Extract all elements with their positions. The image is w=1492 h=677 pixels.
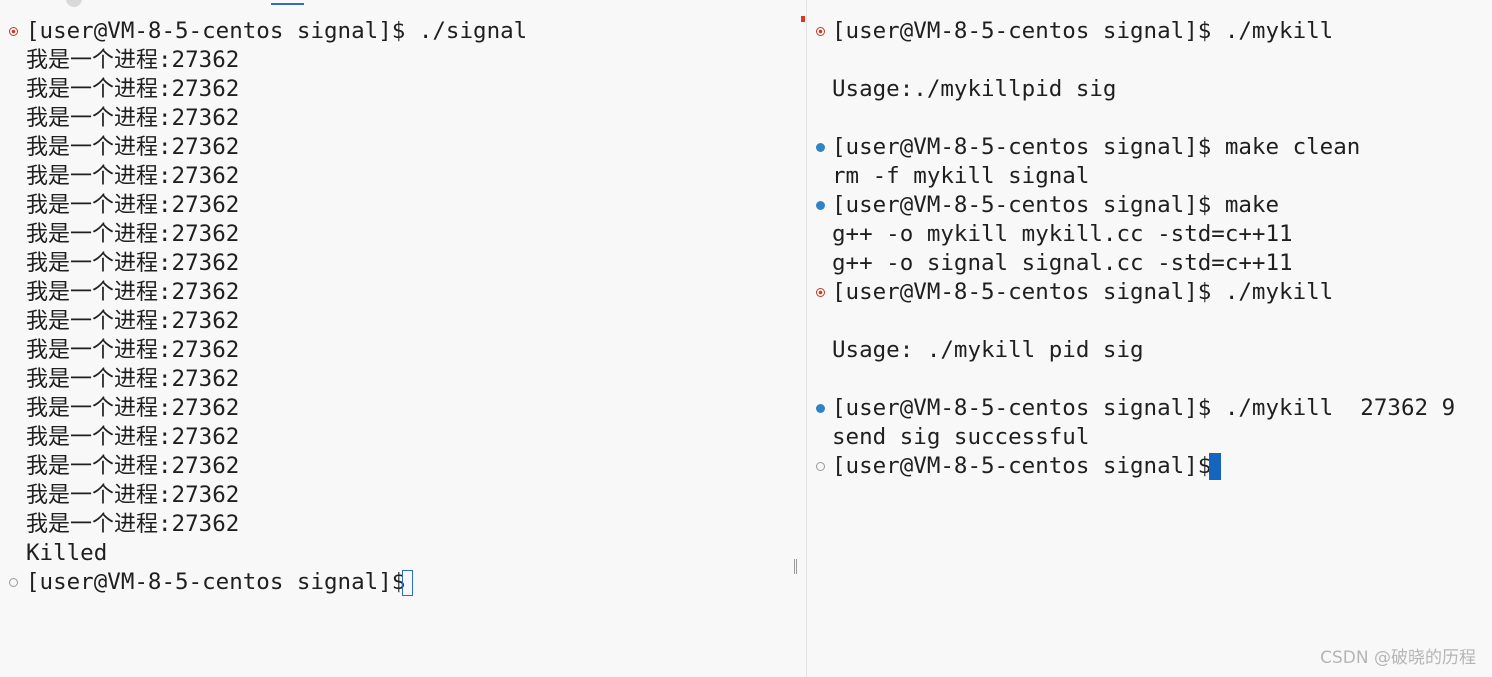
output-label: 我是一个进程	[26, 77, 159, 102]
killed-message: Killed	[26, 540, 108, 566]
command-line: [user@VM-8-5-centos signal]$ ./signal	[26, 18, 528, 44]
pane-marker-icon	[801, 16, 805, 22]
success-dot-icon[interactable]	[816, 143, 825, 152]
output-label: 我是一个进程	[26, 280, 159, 305]
output-label: 我是一个进程	[26, 367, 159, 392]
output-line: 我是一个进程:27362	[26, 278, 239, 307]
pending-circle-icon[interactable]	[816, 462, 825, 471]
output-label: 我是一个进程	[26, 164, 159, 189]
output-line: 我是一个进程:27362	[26, 423, 239, 452]
output-line: 我是一个进程:27362	[26, 452, 239, 481]
output-line: g++ -o signal signal.cc -std=c++11	[832, 250, 1293, 276]
output-pid: :27362	[158, 163, 240, 189]
command-line: [user@VM-8-5-centos signal]$ ./mykill 27…	[832, 395, 1456, 421]
output-label: 我是一个进程	[26, 512, 159, 537]
output-pid: :27362	[158, 511, 240, 537]
command-line: [user@VM-8-5-centos signal]$	[832, 453, 1225, 479]
output-line: 我是一个进程:27362	[26, 220, 239, 249]
command-line: [user@VM-8-5-centos signal]$ ./mykill	[832, 279, 1334, 305]
output-pid: :27362	[158, 47, 240, 73]
output-pid: :27362	[158, 337, 240, 363]
success-dot-icon[interactable]	[816, 201, 825, 210]
output-label: 我是一个进程	[26, 135, 159, 160]
output-label: 我是一个进程	[26, 251, 159, 276]
error-circle-icon[interactable]	[816, 288, 825, 297]
output-line: 我是一个进程:27362	[26, 104, 239, 133]
output-line: 我是一个进程:27362	[26, 481, 239, 510]
output-line: 我是一个进程:27362	[26, 336, 239, 365]
pane-divider[interactable]	[806, 0, 807, 677]
output-line: Usage:./mykillpid sig	[832, 76, 1117, 102]
output-pid: :27362	[158, 105, 240, 131]
output-pid: :27362	[158, 308, 240, 334]
pending-circle-icon[interactable]	[9, 578, 18, 587]
success-dot-icon[interactable]	[816, 404, 825, 413]
output-line: Usage: ./mykill pid sig	[832, 337, 1144, 363]
output-pid: :27362	[158, 250, 240, 276]
output-label: 我是一个进程	[26, 425, 159, 450]
output-line: 我是一个进程:27362	[26, 46, 239, 75]
output-line: 我是一个进程:27362	[26, 75, 239, 104]
output-line: 我是一个进程:27362	[26, 307, 239, 336]
prompt-line: [user@VM-8-5-centos signal]$	[26, 569, 419, 595]
output-pid: :27362	[158, 453, 240, 479]
output-label: 我是一个进程	[26, 48, 159, 73]
output-label: 我是一个进程	[26, 193, 159, 218]
output-line: 我是一个进程:27362	[26, 249, 239, 278]
output-label: 我是一个进程	[26, 338, 159, 363]
output-line: g++ -o mykill mykill.cc -std=c++11	[832, 221, 1293, 247]
terminal-cursor-active	[1209, 453, 1221, 480]
output-label: 我是一个进程	[26, 454, 159, 479]
output-pid: :27362	[158, 395, 240, 421]
output-pid: :27362	[158, 279, 240, 305]
output-label: 我是一个进程	[26, 309, 159, 334]
output-line: 我是一个进程:27362	[26, 191, 239, 220]
output-pid: :27362	[158, 366, 240, 392]
sash-grip-icon[interactable]	[794, 559, 797, 574]
output-pid: :27362	[158, 424, 240, 450]
output-pid: :27362	[158, 482, 240, 508]
output-line: rm -f mykill signal	[832, 163, 1090, 189]
output-label: 我是一个进程	[26, 222, 159, 247]
command-line: [user@VM-8-5-centos signal]$ make clean	[832, 134, 1361, 160]
terminal-cursor-inactive	[402, 570, 413, 596]
output-label: 我是一个进程	[26, 483, 159, 508]
output-pid: :27362	[158, 192, 240, 218]
command-line: [user@VM-8-5-centos signal]$ ./mykill	[832, 18, 1334, 44]
output-line: 我是一个进程:27362	[26, 162, 239, 191]
error-circle-icon[interactable]	[9, 27, 18, 36]
output-line: send sig successful	[832, 424, 1090, 450]
watermark: CSDN @破晓的历程	[1320, 648, 1476, 668]
output-line: 我是一个进程:27362	[26, 510, 239, 539]
output-line: 我是一个进程:27362	[26, 133, 239, 162]
output-pid: :27362	[158, 76, 240, 102]
output-pid: :27362	[158, 134, 240, 160]
active-tab-indicator	[271, 0, 304, 5]
output-line: 我是一个进程:27362	[26, 394, 239, 423]
output-label: 我是一个进程	[26, 396, 159, 421]
output-pid: :27362	[158, 221, 240, 247]
error-circle-icon[interactable]	[816, 27, 825, 36]
window-control-fragment	[66, 0, 82, 7]
output-line: 我是一个进程:27362	[26, 365, 239, 394]
command-line: [user@VM-8-5-centos signal]$ make	[832, 192, 1280, 218]
output-label: 我是一个进程	[26, 106, 159, 131]
